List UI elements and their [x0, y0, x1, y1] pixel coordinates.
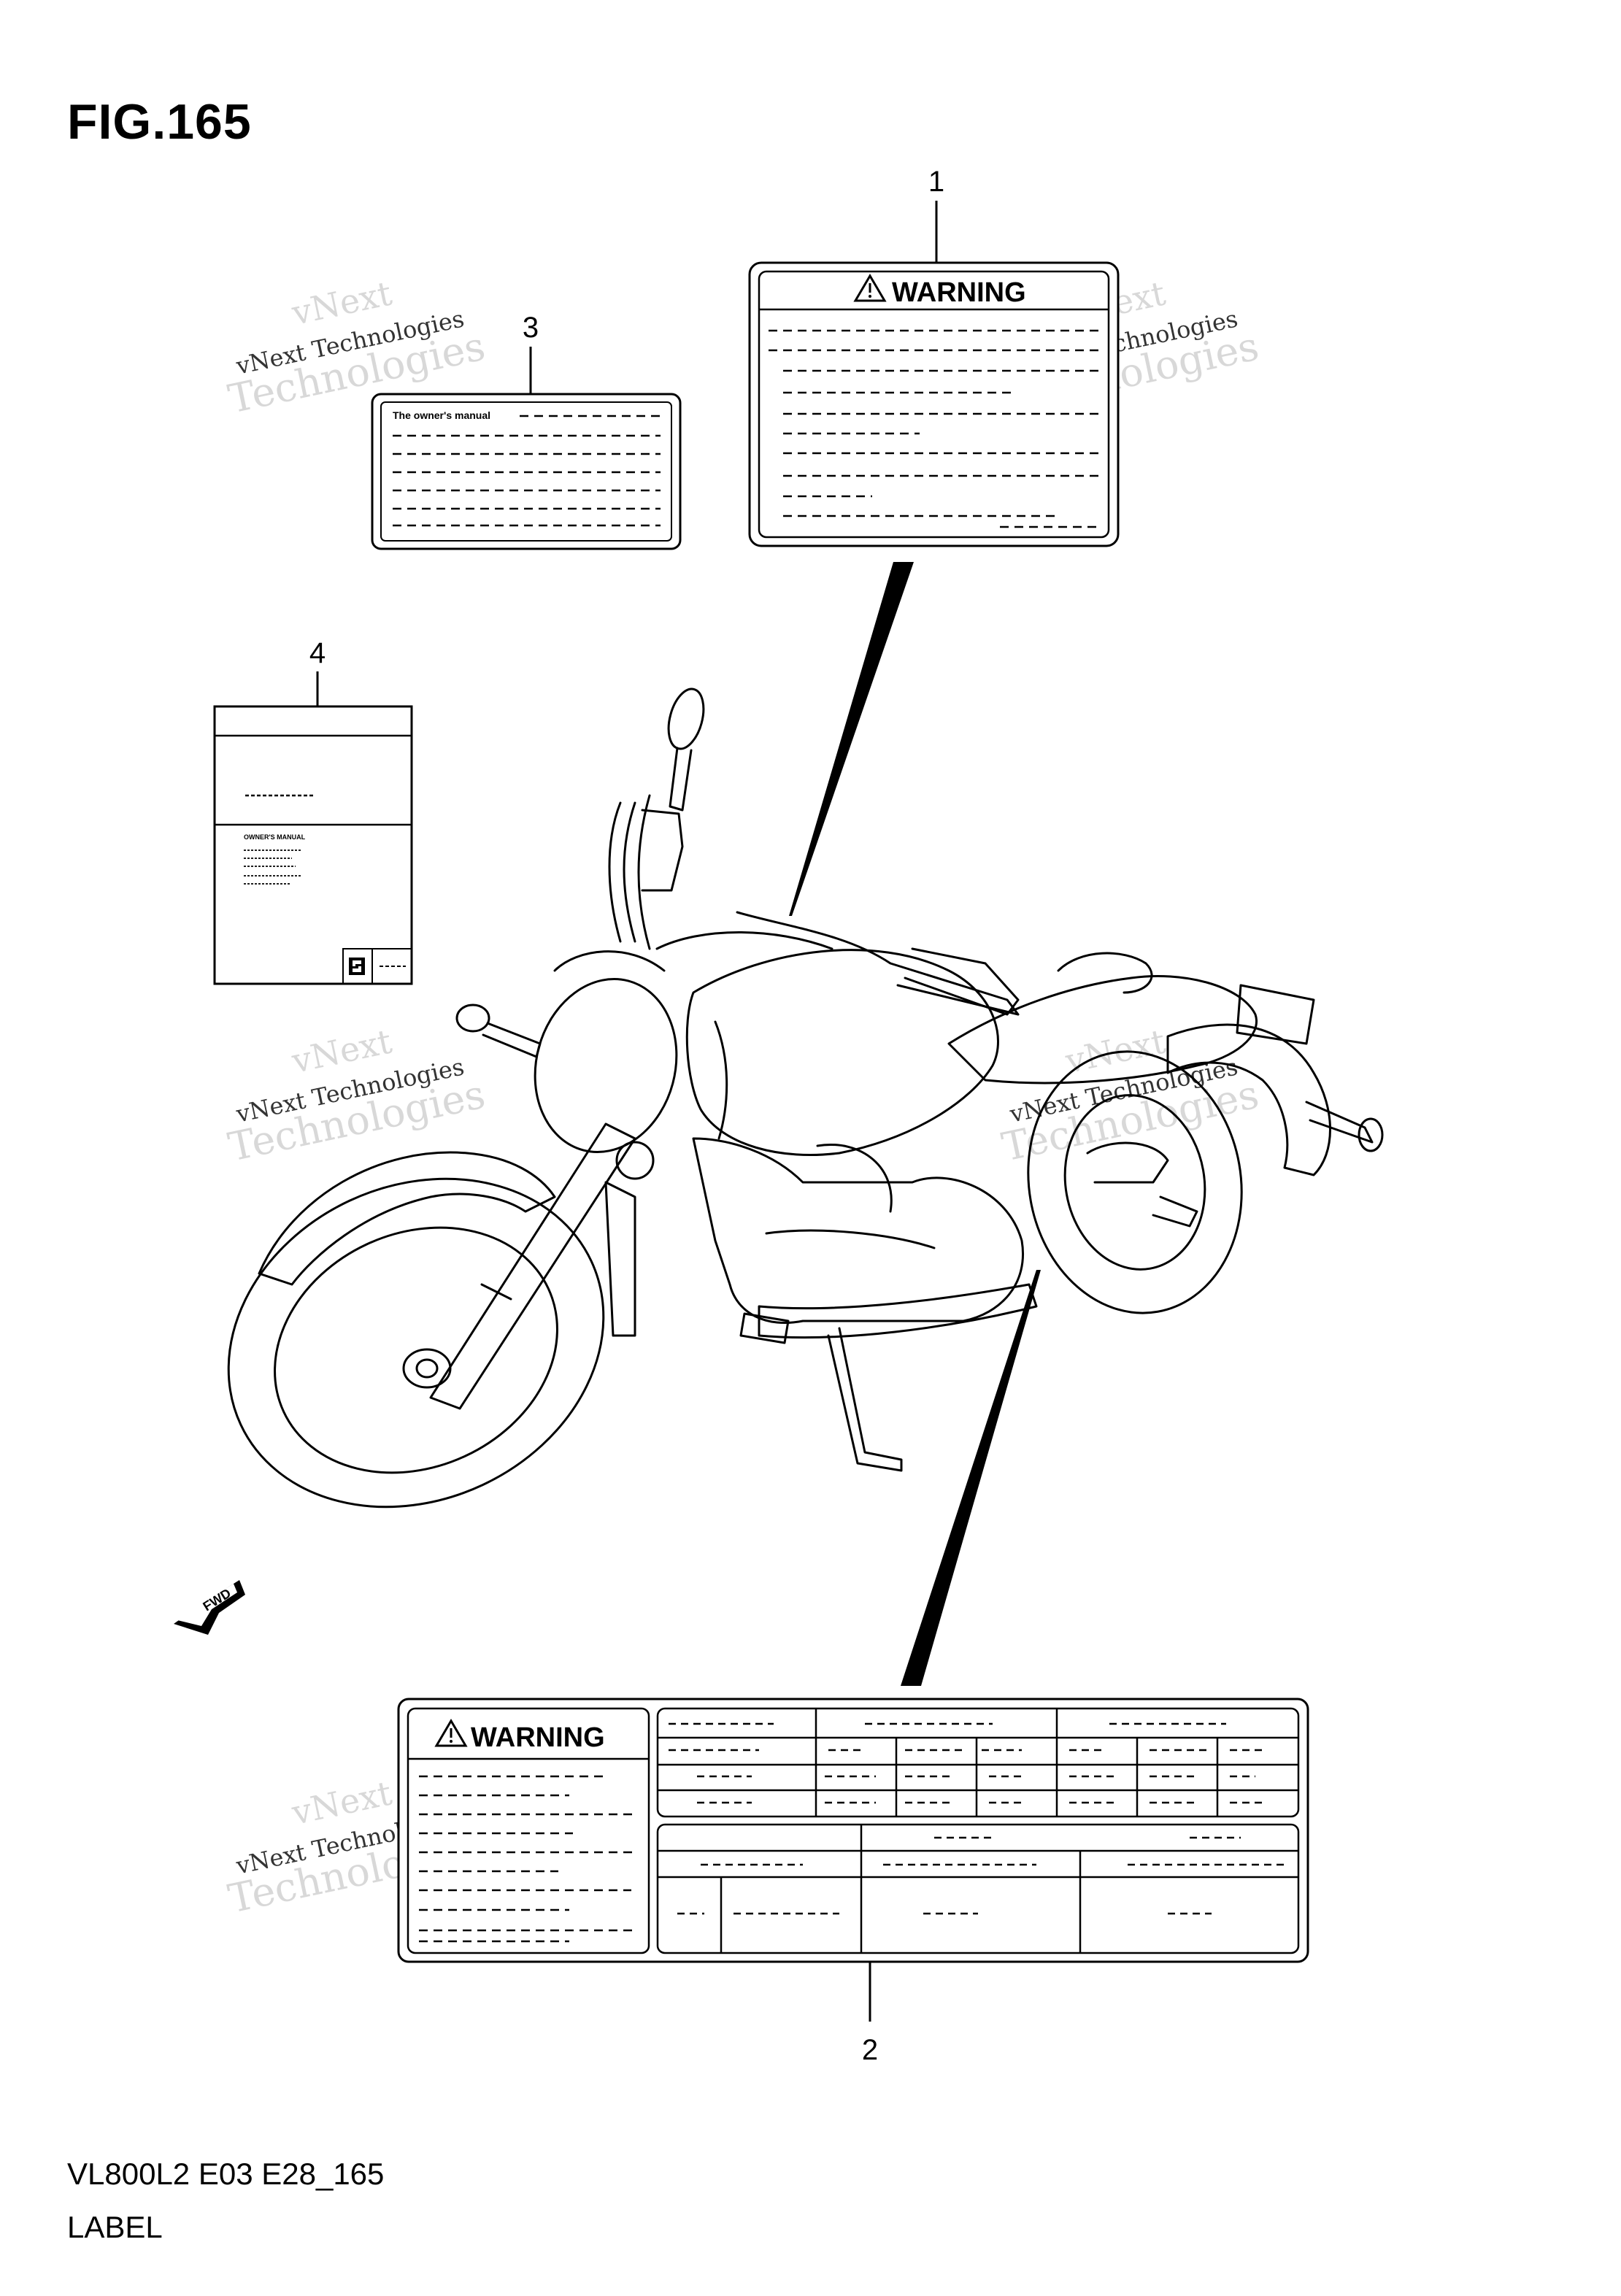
- label-4-heading: OWNER'S MANUAL: [244, 833, 306, 841]
- pointer-wedge-label-1: [789, 562, 914, 916]
- motorcycle-illustration: [227, 687, 1384, 1509]
- handlebar: [641, 809, 684, 892]
- headlight: [534, 978, 678, 1153]
- figure-code: VL800L2 E03 E28_165: [67, 2157, 385, 2191]
- pointer-wedge-label-2: [901, 1270, 1041, 1686]
- turn-signal-left: [455, 1003, 490, 1033]
- callout-number: 3: [523, 312, 539, 344]
- warning-triangle-icon: [434, 1719, 468, 1747]
- brand-logo-icon: [349, 958, 365, 975]
- callout-3: 3: [523, 312, 539, 394]
- front-hub: [402, 1348, 452, 1389]
- label-2-heading: WARNING: [471, 1722, 605, 1753]
- engine: [692, 1137, 1024, 1325]
- label-1-warning: WARNING: [748, 261, 1120, 547]
- rear-wheel: [1027, 1050, 1243, 1314]
- label-3-text-lines: [393, 415, 661, 527]
- label-2-warning-table: WARNING: [397, 1698, 1309, 1963]
- fuel-tank: [685, 949, 999, 1156]
- callout-2: 2: [862, 1962, 878, 2066]
- rear-plate: [1236, 984, 1315, 1045]
- label-4-manual-booklet: OWNER'S MANUAL: [213, 705, 413, 985]
- fwd-arrow-icon: FWD: [174, 1580, 245, 1635]
- label-3-owners-manual: The owner's manual: [371, 393, 682, 550]
- label-3-heading: The owner's manual: [393, 409, 490, 421]
- figure-title: FIG.165: [67, 94, 252, 150]
- label-1-heading: WARNING: [892, 277, 1026, 308]
- rear-fender: [1166, 1023, 1331, 1176]
- exhaust: [758, 1283, 1038, 1339]
- turn-signal-right: [615, 1141, 655, 1180]
- callout-4: 4: [309, 637, 326, 706]
- mirror: [667, 687, 705, 750]
- front-fender: [258, 1151, 556, 1286]
- front-wheel: [227, 1177, 605, 1509]
- figure-name: LABEL: [67, 2210, 163, 2244]
- rear-pillion: [1057, 952, 1153, 994]
- label-1-text-lines: [769, 329, 1098, 528]
- watermark: vNext vNext Technologies Technologies: [224, 1021, 489, 1170]
- callout-number: 4: [309, 637, 326, 669]
- seat: [947, 975, 1258, 1085]
- callout-1: 1: [928, 166, 944, 263]
- side-stand: [827, 1327, 903, 1472]
- callout-number: 1: [928, 166, 944, 198]
- watermark: vNext vNext Technologies Technologies: [998, 1021, 1263, 1170]
- callout-number: 2: [862, 2034, 878, 2066]
- warning-triangle-icon: [853, 274, 887, 302]
